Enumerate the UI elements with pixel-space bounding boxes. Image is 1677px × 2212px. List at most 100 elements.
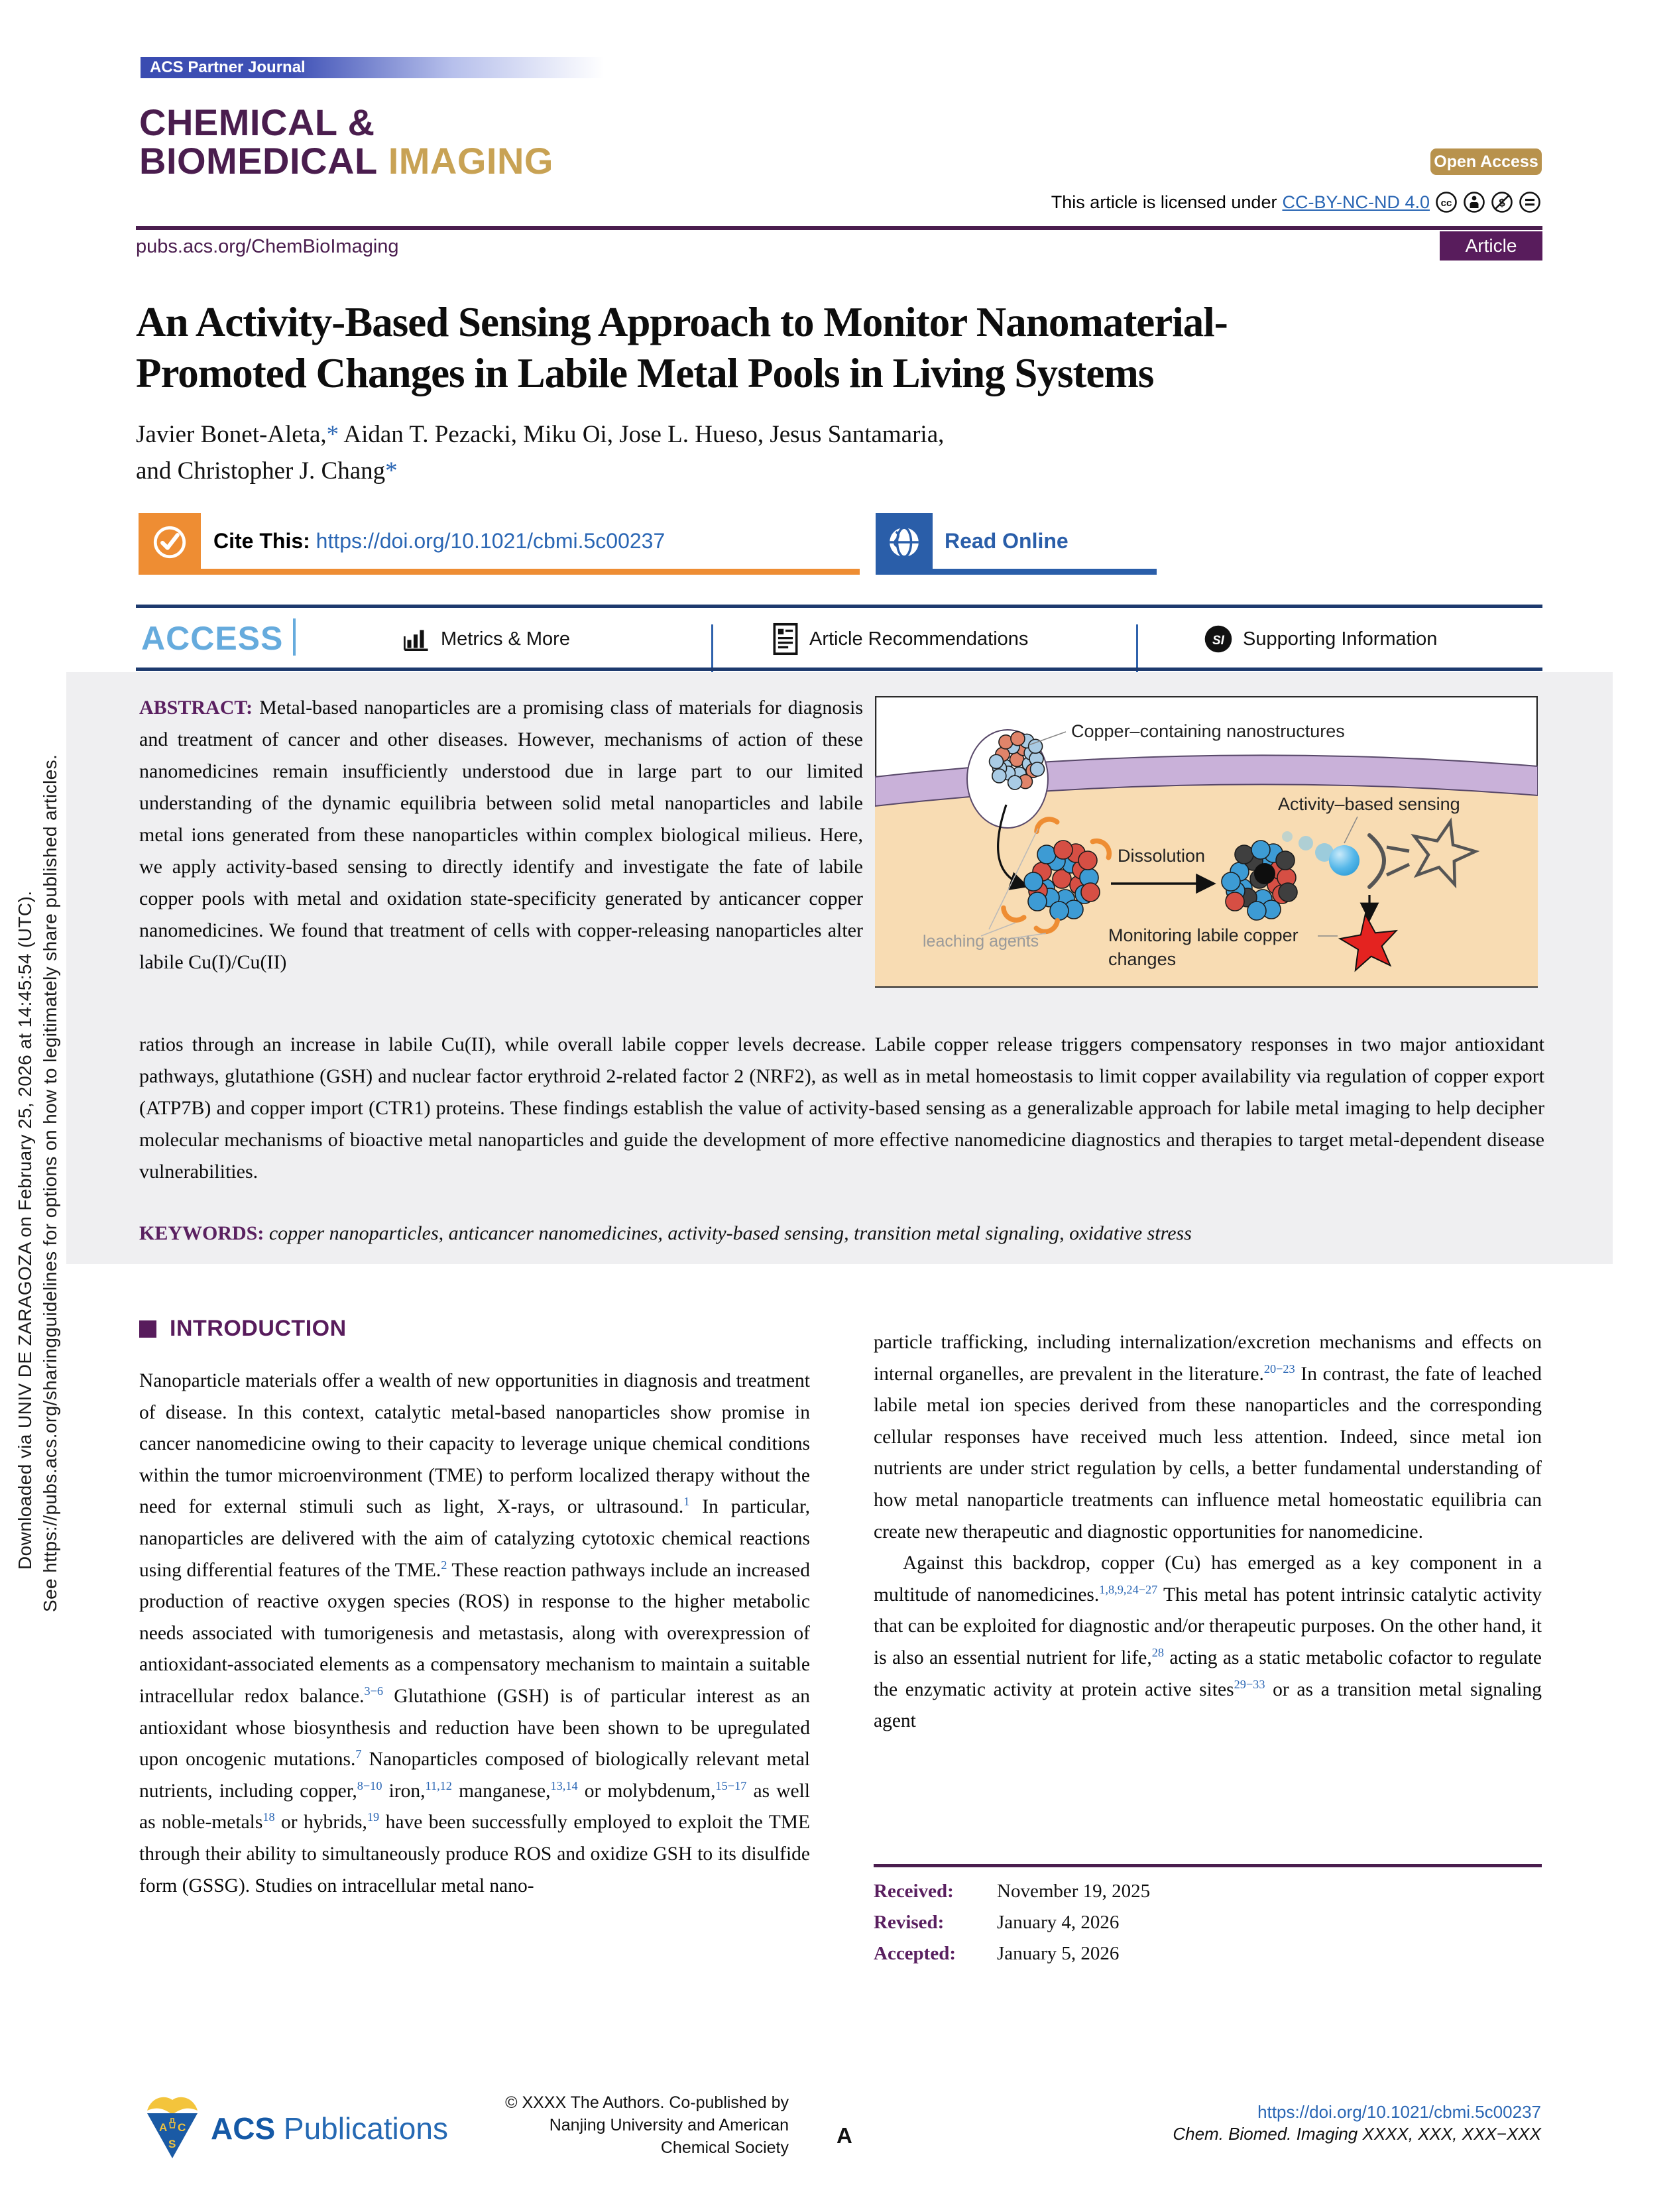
section-square-icon (139, 1320, 156, 1338)
footer-citation: Chem. Biomed. Imaging XXXX, XXX, XXX−XXX (1173, 2124, 1541, 2144)
metrics-and-more-link[interactable]: Metrics & More (401, 622, 570, 656)
keywords-line: KEYWORDS: copper nanoparticles, anticanc… (139, 1222, 1544, 1245)
activity-sensing-label: Activity–based sensing (1278, 794, 1460, 814)
introduction-paragraph-right-1: particle trafficking, including internal… (874, 1332, 1542, 1543)
cite-check-icon (139, 513, 201, 571)
license-link[interactable]: CC-BY-NC-ND 4.0 (1282, 192, 1430, 212)
sidebar-sharing-note: See https://pubs.acs.org/sharingguidelin… (40, 754, 60, 1612)
access-rule-bottom (136, 668, 1542, 671)
license-text: This article is licensed under (1051, 192, 1277, 212)
svg-text:SI: SI (1212, 634, 1225, 648)
introduction-heading: INTRODUCTION (139, 1316, 810, 1342)
revised-date: January 4, 2026 (997, 1912, 1120, 1933)
monitoring-label-line2: changes (1108, 949, 1176, 969)
cc-icon: cc (1436, 192, 1457, 213)
document-icon (773, 622, 798, 656)
accepted-date: January 5, 2026 (997, 1943, 1120, 1964)
svg-text:cc: cc (1441, 198, 1452, 209)
read-online-globe-icon[interactable] (876, 513, 933, 571)
read-online-button[interactable]: Read Online (945, 529, 1069, 553)
header-rule (136, 226, 1542, 230)
revised-label: Revised: (874, 1912, 945, 1933)
access-divider-1 (711, 624, 713, 672)
acs-publications-wordmark[interactable]: ACS Publications (211, 2111, 448, 2146)
acs-text: ACS (211, 2111, 276, 2146)
keywords-text: copper nanoparticles, anticancer nanomed… (268, 1222, 1192, 1244)
metrics-label: Metrics & More (441, 628, 570, 650)
introduction-title: INTRODUCTION (170, 1316, 347, 1341)
probe-receptor (1367, 833, 1386, 889)
access-divider-0 (293, 618, 296, 656)
license-line: This article is licensed under CC-BY-NC-… (1051, 191, 1541, 213)
received-row: Received:November 19, 2025 (874, 1876, 1150, 1907)
left-column: INTRODUCTION Nanoparticle materials offe… (139, 1316, 810, 1902)
read-online-underline (876, 569, 1157, 575)
supporting-label: Supporting Information (1243, 628, 1438, 650)
acs-publications-logo-icon: A C S (147, 2097, 198, 2158)
probe-star-off (1411, 817, 1480, 889)
copper-nanoparticle-entering (988, 731, 1045, 790)
author-list: Javier Bonet-Aleta,* Aidan T. Pezacki, M… (136, 416, 944, 489)
access-divider-2 (1136, 624, 1138, 672)
keywords-label: KEYWORDS: (139, 1222, 264, 1244)
journal-site-link[interactable]: pubs.acs.org/ChemBioImaging (136, 236, 399, 257)
cite-this-label: Cite This: (213, 529, 310, 553)
paper-title-line1: An Activity-Based Sensing Approach to Mo… (136, 299, 1228, 345)
monitoring-label-line1: Monitoring labile copper (1108, 925, 1299, 945)
publications-text: Publications (283, 2111, 448, 2146)
leaching-leader-lines (980, 828, 1047, 941)
introduction-paragraph-left: Nanoparticle materials offer a wealth of… (139, 1370, 810, 1896)
cite-doi-link[interactable]: https://doi.org/10.1021/cbmi.5c00237 (316, 529, 665, 553)
abstract-full-width-text: ratios through an increase in labile Cu(… (139, 1033, 1544, 1183)
cite-this-line: Cite This: https://doi.org/10.1021/cbmi.… (213, 529, 665, 553)
journal-logo-imaging: IMAGING (388, 140, 553, 182)
cc-by-icon (1464, 192, 1485, 213)
recommendations-label: Article Recommendations (809, 628, 1029, 650)
dates-block: Received:November 19, 2025 Revised: Janua… (874, 1876, 1150, 1969)
access-link[interactable]: ACCESS (141, 620, 284, 657)
abstract-column-text: Metal-based nanoparticles are a promisin… (139, 697, 863, 973)
copyright-block: © XXXX The Authors. Co-published by Nanj… (505, 2091, 789, 2159)
leaching-agent-crescents (1001, 817, 1112, 935)
nanostructures-label: Copper–containing nanostructures (1071, 721, 1345, 741)
sidebar-download-note: Downloaded via UNIV DE ZARAGOZA on Febru… (15, 890, 35, 1570)
journal-logo-line1: CHEMICAL & (139, 101, 375, 143)
copper-nanoparticle-dissolving (1221, 840, 1298, 921)
footer-doi-block: https://doi.org/10.1021/cbmi.5c00237 Che… (1173, 2101, 1541, 2145)
svg-text:C: C (178, 2121, 186, 2134)
svg-text:S: S (168, 2138, 176, 2150)
open-access-badge: Open Access (1430, 148, 1542, 175)
supporting-information-link[interactable]: SI Supporting Information (1203, 622, 1437, 656)
copper-nanoparticle-intact (1023, 840, 1100, 921)
si-icon: SI (1204, 625, 1232, 653)
abstract-label: ABSTRACT: (139, 697, 253, 719)
graphical-abstract: Copper–containing nanostructures leachin… (875, 696, 1538, 988)
leaching-agents-label: leaching agents (923, 932, 1039, 951)
journal-logo-biomedical: BIOMEDICAL (139, 140, 378, 182)
svg-text:A: A (159, 2121, 167, 2134)
dates-rule (874, 1864, 1542, 1867)
fluorescent-star-on (1338, 912, 1398, 972)
released-copper-ions (1282, 831, 1359, 876)
cc-nc-icon: $ (1491, 192, 1513, 213)
access-rule-top (136, 605, 1542, 608)
dissolution-label: Dissolution (1118, 846, 1205, 866)
copyright-line3: Chemical Society (660, 2138, 789, 2157)
abstract-column: ABSTRACT: Metal-based nanoparticles are … (139, 692, 863, 978)
revised-row: Revised: January 4, 2026 (874, 1907, 1150, 1938)
copyright-line1: © XXXX The Authors. Co-published by (505, 2093, 789, 2112)
paper-title: An Activity-Based Sensing Approach to Mo… (136, 297, 1581, 399)
journal-logo-line2: BIOMEDICAL IMAGING (139, 139, 553, 182)
paper-title-line2: Promoted Changes in Labile Metal Pools i… (136, 350, 1154, 396)
bar-chart-icon (404, 630, 428, 651)
right-column: particle trafficking, including internal… (874, 1327, 1542, 1737)
cite-underline (139, 569, 860, 575)
author-line-1: Javier Bonet-Aleta,* Aidan T. Pezacki, M… (136, 421, 945, 448)
received-date: November 19, 2025 (997, 1881, 1151, 1902)
footer-doi-link[interactable]: https://doi.org/10.1021/cbmi.5c00237 (1257, 2102, 1541, 2122)
article-recommendations-link[interactable]: Article Recommendations (771, 622, 1028, 656)
accepted-label: Accepted: (874, 1943, 956, 1964)
partner-journal-banner: ACS Partner Journal (141, 57, 644, 78)
accepted-row: Accepted: January 5, 2026 (874, 1938, 1150, 1969)
copyright-line2: Nanjing University and American (549, 2116, 789, 2134)
